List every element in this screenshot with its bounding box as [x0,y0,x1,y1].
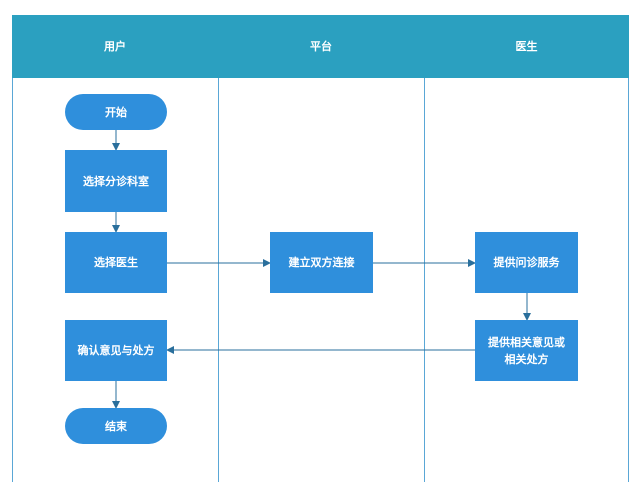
lane-title-user: 用户 [104,40,126,53]
node-provide-service-label: 提供问诊服务 [493,256,560,269]
node-confirm-opinion: 确认意见与处方 [65,320,167,381]
node-start: 开始 [65,94,167,130]
node-end: 结束 [65,408,167,444]
lane-title-platform: 平台 [310,40,332,53]
node-choose-doctor: 选择医生 [65,232,167,293]
lane-title-doctor: 医生 [515,40,538,53]
lane-border-left [12,78,13,482]
node-establish-connection-label: 建立双方连接 [288,256,355,269]
lane-border-right [628,78,629,482]
node-confirm-opinion-label: 确认意见与处方 [77,344,155,357]
node-start-label: 开始 [105,105,127,119]
lane-divider-platform-doctor [424,78,425,482]
lane-header-bar [12,15,629,78]
node-choose-department-label: 选择分诊科室 [83,174,149,188]
node-choose-doctor-label: 选择医生 [94,256,138,269]
node-provide-opinion: 提供相关意见或 相关处方 [475,320,578,381]
node-provide-opinion-label: 提供相关意见或 相关处方 [488,335,565,366]
lane-divider-user-platform [218,78,219,482]
node-establish-connection: 建立双方连接 [270,232,373,293]
node-choose-department: 选择分诊科室 [65,150,167,212]
node-provide-service: 提供问诊服务 [475,232,578,293]
node-end-label: 结束 [105,419,127,433]
